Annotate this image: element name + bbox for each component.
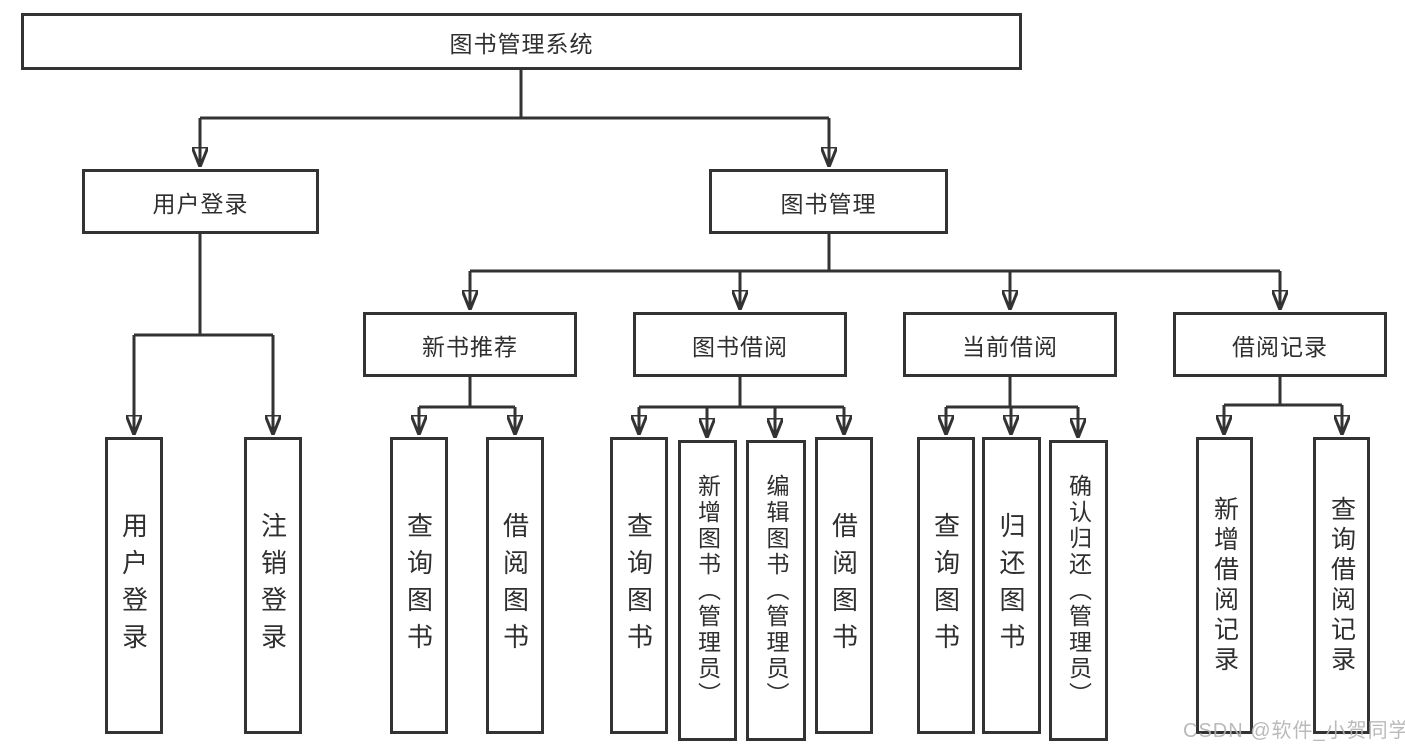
edge-current-trunk [946,377,1078,409]
node-current-query-label: 查询图书 [930,511,961,660]
edge-borrow-trunk [639,377,844,409]
node-new-books: 新书推荐 [363,312,577,377]
node-records-query-label: 查询借阅记录 [1327,495,1356,676]
node-current-return-label: 归还图书 [996,511,1026,660]
node-user-login-label: 用户登录 [152,190,249,217]
node-newbooks-query-label: 查询图书 [403,511,434,660]
node-borrow-add-label: 新增图书（管理员） [694,473,721,708]
node-borrow-records-label: 借阅记录 [1232,333,1328,360]
node-borrow-edit: 编辑图书（管理员） [746,440,806,741]
node-newbooks-query: 查询图书 [390,437,448,734]
node-borrow-borrow-label: 借阅图书 [828,511,859,660]
node-current-return: 归还图书 [982,437,1041,734]
edge-login-trunk [134,233,273,337]
node-login-logout-label: 注销登录 [257,511,288,660]
node-newbooks-borrow-label: 借阅图书 [499,511,530,660]
node-current-query: 查询图书 [917,437,975,734]
edge-root-trunk [200,69,829,120]
node-book-mgmt: 图书管理 [709,169,948,234]
node-current-borrow-label: 当前借阅 [962,333,1058,360]
node-current-confirm: 确认归还（管理员） [1049,440,1108,741]
node-records-add: 新增借阅记录 [1196,437,1253,734]
node-newbooks-borrow: 借阅图书 [486,437,544,734]
node-book-borrow-label: 图书借阅 [692,333,788,360]
node-root-label: 图书管理系统 [449,30,594,57]
edge-mgmt-trunk [470,233,1280,273]
edge-records-trunk [1224,377,1342,407]
node-book-mgmt-label: 图书管理 [780,190,877,217]
node-records-query: 查询借阅记录 [1313,437,1370,734]
node-borrow-borrow: 借阅图书 [815,437,873,734]
edge-newbooks-trunk [419,377,515,409]
node-current-borrow: 当前借阅 [903,312,1117,377]
node-borrow-add: 新增图书（管理员） [678,440,737,741]
node-login-logout: 注销登录 [244,437,302,734]
node-borrow-query: 查询图书 [610,437,668,734]
node-login-user: 用户登录 [105,437,163,734]
node-borrow-records: 借阅记录 [1173,312,1387,377]
node-user-login: 用户登录 [82,169,319,234]
node-records-add-label: 新增借阅记录 [1210,495,1239,676]
node-borrow-edit-label: 编辑图书（管理员） [763,473,789,708]
node-borrow-query-label: 查询图书 [623,511,654,660]
node-book-borrow: 图书借阅 [633,312,847,377]
node-root: 图书管理系统 [21,13,1022,70]
node-current-confirm-label: 确认归还（管理员） [1065,473,1092,708]
node-login-user-label: 用户登录 [118,511,149,660]
csdn-watermark: CSDN @软件_小贺同学 [1183,720,1405,742]
node-new-books-label: 新书推荐 [422,333,518,360]
